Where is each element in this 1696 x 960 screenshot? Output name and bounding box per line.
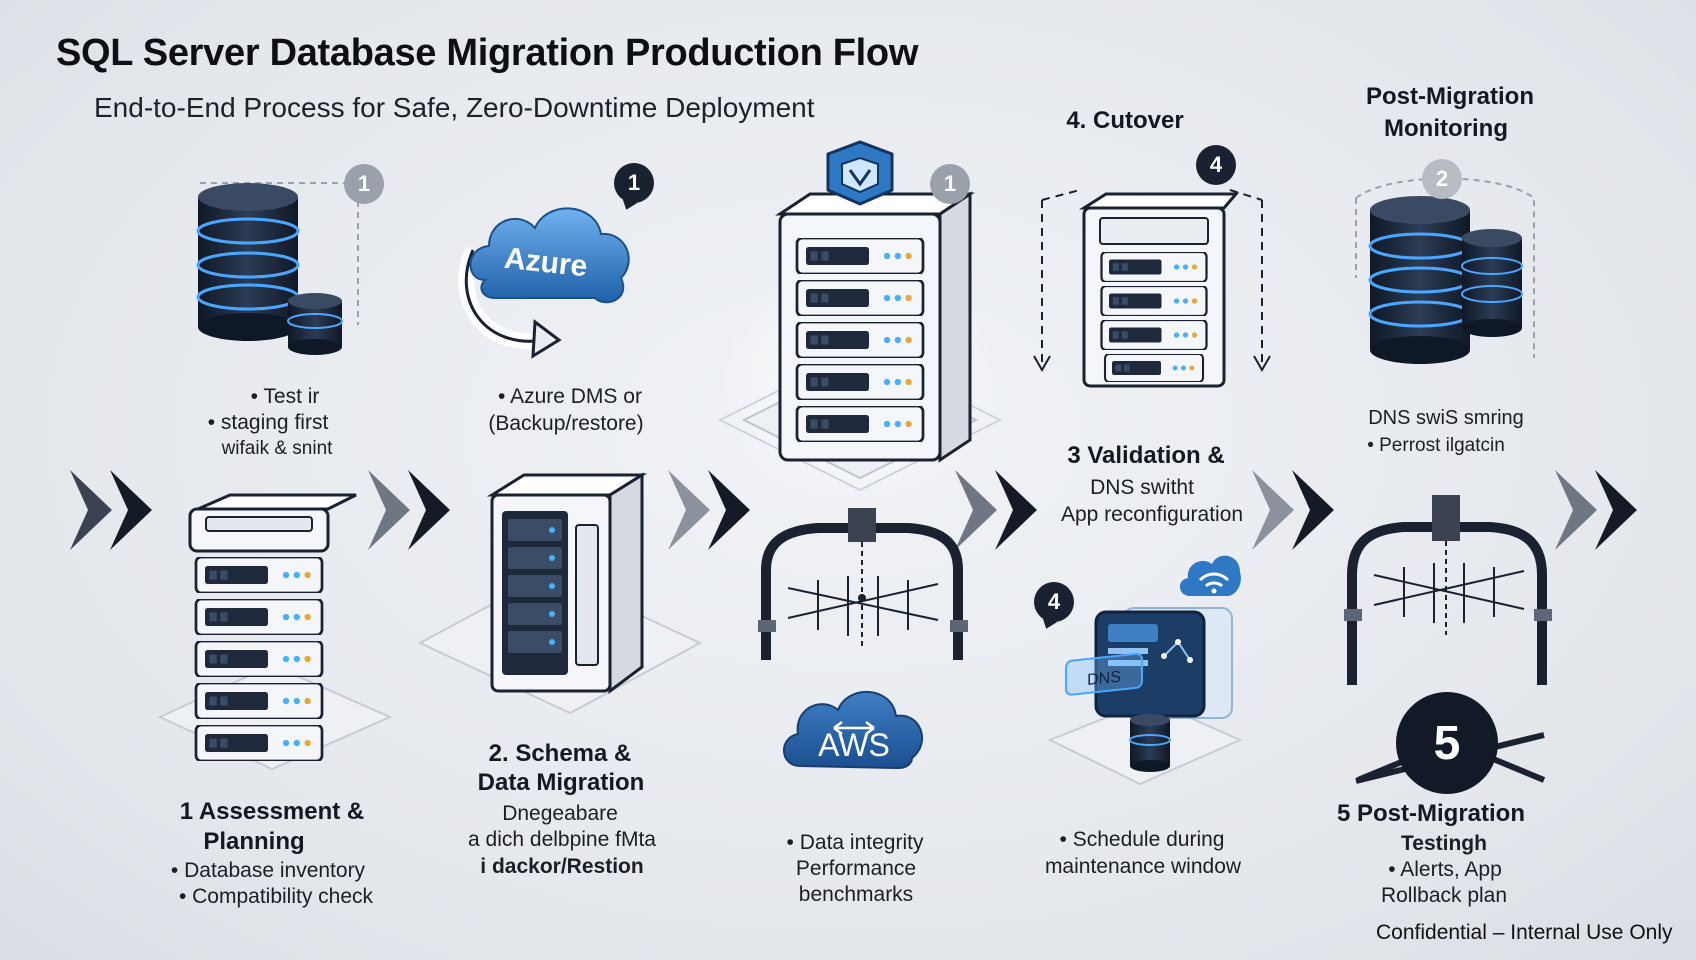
chevron-right-icon [1252, 470, 1334, 550]
stage-4-top-line: DNS switht [1090, 476, 1194, 499]
stage-1-title-line2: Planning [203, 828, 305, 855]
server-stack-icon [157, 493, 393, 771]
chevron-right-icon [70, 470, 152, 550]
dns-switch-icon: DNS [1047, 607, 1243, 786]
stage-4-bottom-line: • Schedule during [1059, 828, 1225, 851]
stage-2-title-line2: Data Migration [477, 769, 645, 796]
dns-sign-label: DNS [1087, 668, 1121, 689]
stage-4-top-line: 3 Validation & [1067, 442, 1225, 469]
stage-5-title-line1: 5 Post-Migration [1336, 800, 1526, 827]
chevron-right-icon [668, 470, 750, 550]
server-cabinet-icon [417, 472, 703, 715]
stage-1-top-line: • Test ir [250, 385, 320, 408]
server-rack-icon [717, 140, 1003, 500]
stage-2-bottom-line: Dnegeabare [502, 802, 618, 825]
stage-5-top-line: • Perrost ilgatcin [1367, 435, 1505, 456]
aws-cloud-icon: AWS [783, 690, 923, 770]
stage-4-bottom-line: maintenance window [1044, 855, 1242, 878]
step-5-badge: 5 [1396, 692, 1498, 794]
gantry-icon [1344, 495, 1552, 784]
step-badge: 1 [344, 164, 384, 204]
chevron-right-icon [1555, 470, 1637, 550]
stage-2-bottom-line: a dich delbpine fMta [468, 828, 656, 851]
stage-2-bottom-line: i dackor/Restion [480, 855, 644, 878]
stage-1-bottom-line: • Compatibility check [178, 885, 374, 908]
page-subtitle: End-to-End Process for Safe, Zero-Downti… [94, 92, 815, 123]
stage-2-top-line: (Backup/restore) [488, 412, 644, 435]
chevron-right-icon [368, 470, 450, 550]
chevron-right-icon [955, 470, 1037, 550]
gantry-icon [758, 508, 968, 660]
azure-cloud-icon: Azure [458, 207, 630, 359]
stage-2-title-line1: 2. Schema & [488, 740, 632, 767]
step-badge: 1 [614, 163, 654, 203]
wifi-cloud-icon [1179, 555, 1241, 596]
stage-3-bottom-line: benchmarks [798, 883, 914, 906]
aws-label: AWS [818, 727, 890, 763]
stage-4-top-line: App reconfiguration [1060, 503, 1244, 526]
stage-5-title-line2: Monitoring [1384, 115, 1508, 142]
database-icon [196, 182, 359, 355]
step-badge: 4 [1034, 582, 1074, 622]
stage-5-top-line: DNS swiS smring [1368, 407, 1524, 429]
stage-3-bottom-line: • Data integrity [786, 831, 924, 854]
page-title: SQL Server Database Migration Production… [56, 32, 919, 74]
step-badge: 2 [1422, 159, 1462, 199]
cutover-server-icon [1033, 189, 1271, 388]
stage-3-bottom-line: Performance [795, 857, 917, 880]
stage-1-top-line: • staging first [207, 411, 329, 434]
step-badge: 1 [930, 164, 970, 204]
stage-5-title-line2: Testingh [1401, 832, 1487, 855]
monitoring-database-icon [1355, 177, 1535, 364]
confidential-footer: Confidential – Internal Use Only [1376, 921, 1673, 944]
stage-5-bottom-line: • Alerts, App [1388, 858, 1502, 881]
stage-5-bottom-line: Rollback plan [1380, 884, 1508, 907]
stage-5-title-line1: Post-Migration [1366, 83, 1534, 110]
stage-1-bottom-line: • Database inventory [170, 859, 366, 882]
stage-4-title: 4. Cutover [1066, 107, 1184, 134]
step-badge: 4 [1196, 145, 1236, 185]
stage-2-top-line: • Azure DMS or [498, 385, 642, 408]
stage-1-title-line1: 1 Assessment & [179, 798, 365, 825]
stage-1-top-line: wifaik & snint [221, 438, 333, 459]
